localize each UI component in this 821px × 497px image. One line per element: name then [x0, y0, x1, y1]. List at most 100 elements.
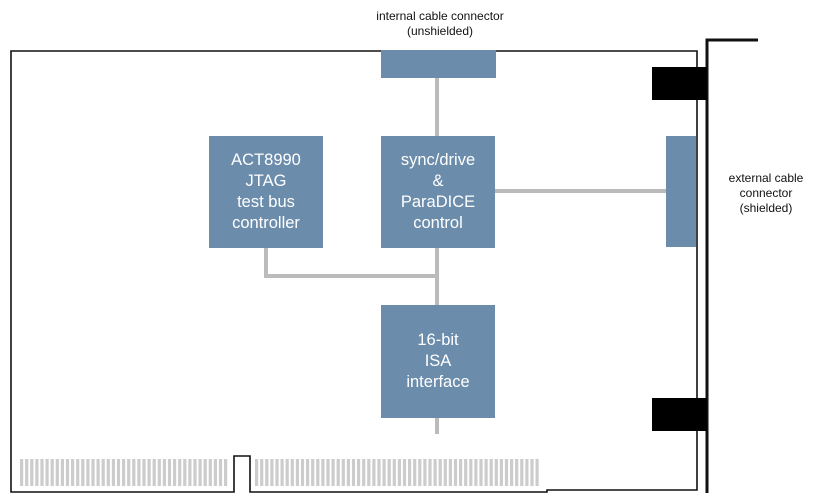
edge-pin	[40, 459, 44, 486]
sync-drive-block: sync/drive & ParaDICE control	[381, 136, 495, 248]
edge-pin	[86, 459, 90, 486]
edge-pin	[173, 459, 177, 486]
edge-pin	[464, 459, 468, 486]
jtag-controller-block: ACT8990 JTAG test bus controller	[209, 136, 323, 248]
edge-pin	[367, 459, 371, 486]
edge-pin	[428, 459, 432, 486]
edge-pin	[504, 459, 509, 486]
edge-pin	[295, 459, 299, 486]
edge-pin	[147, 459, 151, 486]
edge-pin	[208, 459, 212, 486]
edge-pin	[525, 459, 529, 486]
wire-jtag	[264, 248, 437, 278]
edge-pin	[499, 459, 503, 486]
edge-pin	[20, 459, 24, 486]
edge-pin	[178, 459, 182, 486]
edge-pin	[479, 459, 483, 486]
edge-pin	[96, 459, 100, 486]
edge-pin	[331, 459, 335, 486]
edge-pin	[260, 459, 264, 486]
edge-pin	[122, 459, 126, 486]
isa-interface-block: 16-bit ISA interface	[381, 305, 495, 418]
edge-pin	[494, 459, 498, 486]
external-cable-connector	[666, 136, 696, 247]
edge-pin	[55, 459, 59, 486]
edge-pin	[489, 459, 493, 486]
edge-pin	[255, 459, 259, 486]
edge-pin	[224, 459, 228, 486]
edge-pin	[306, 459, 310, 486]
edge-pin	[469, 459, 473, 486]
edge-pin	[30, 459, 34, 486]
edge-pin	[183, 459, 187, 486]
edge-pin	[515, 459, 519, 486]
edge-pin	[387, 459, 391, 486]
edge-pin	[372, 459, 376, 486]
edge-pin	[300, 459, 305, 486]
edge-pin	[321, 459, 325, 486]
external-connector-label: external cable connector (shielded)	[728, 171, 804, 215]
edge-pin	[346, 459, 350, 486]
edge-pin	[448, 459, 452, 486]
edge-pin	[142, 459, 146, 486]
edge-pin	[76, 459, 80, 486]
edge-pin	[45, 459, 49, 486]
edge-pin	[392, 459, 396, 486]
edge-pin	[408, 459, 412, 486]
edge-pin	[81, 459, 85, 486]
edge-pin	[132, 459, 136, 486]
edge-pin	[530, 459, 534, 486]
edge-pin	[443, 459, 447, 486]
edge-pin	[326, 459, 330, 486]
bracket-clip-top	[652, 67, 707, 100]
edge-pin	[438, 459, 442, 486]
internal-cable-connector	[381, 50, 496, 78]
edge-pin	[60, 459, 64, 486]
edge-pin	[377, 459, 381, 486]
bracket-clip-bottom	[652, 398, 707, 431]
edge-pin	[362, 459, 366, 486]
edge-pin	[280, 459, 284, 486]
edge-pin	[453, 459, 458, 486]
edge-pin	[270, 459, 274, 486]
edge-pin	[459, 459, 463, 486]
edge-pin	[316, 459, 320, 486]
edge-pin	[137, 459, 141, 486]
edge-pin	[35, 459, 39, 486]
edge-pin	[65, 459, 70, 486]
edge-pin	[213, 459, 217, 486]
edge-pin	[510, 459, 514, 486]
edge-pin	[402, 459, 407, 486]
edge-pin	[198, 459, 202, 486]
edge-pin	[127, 459, 131, 486]
edge-pin	[193, 459, 197, 486]
edge-pin	[433, 459, 437, 486]
edge-pin	[418, 459, 422, 486]
edge-pin	[413, 459, 417, 486]
edge-pin	[152, 459, 156, 486]
connection-wires	[264, 78, 666, 434]
edge-pin	[484, 459, 488, 486]
internal-connector-label: internal cable connector (unshielded)	[376, 9, 504, 38]
card-outline	[10, 50, 698, 493]
edge-pin	[275, 459, 279, 486]
edge-pin	[203, 459, 207, 486]
edge-pin	[351, 459, 356, 486]
edge-pin	[218, 459, 223, 486]
edge-pin	[285, 459, 289, 486]
edge-pin	[474, 459, 478, 486]
mounting-bracket	[705, 38, 758, 493]
edge-pin	[397, 459, 401, 486]
edge-pin	[423, 459, 427, 486]
edge-pin	[265, 459, 269, 486]
edge-pin	[188, 459, 192, 486]
edge-pin	[520, 459, 524, 486]
edge-pin	[311, 459, 315, 486]
edge-pin	[101, 459, 105, 486]
edge-pin	[167, 459, 172, 486]
edge-pin	[157, 459, 161, 486]
edge-pin	[50, 459, 54, 486]
edge-pin	[116, 459, 121, 486]
edge-pin	[106, 459, 110, 486]
edge-pin	[341, 459, 345, 486]
